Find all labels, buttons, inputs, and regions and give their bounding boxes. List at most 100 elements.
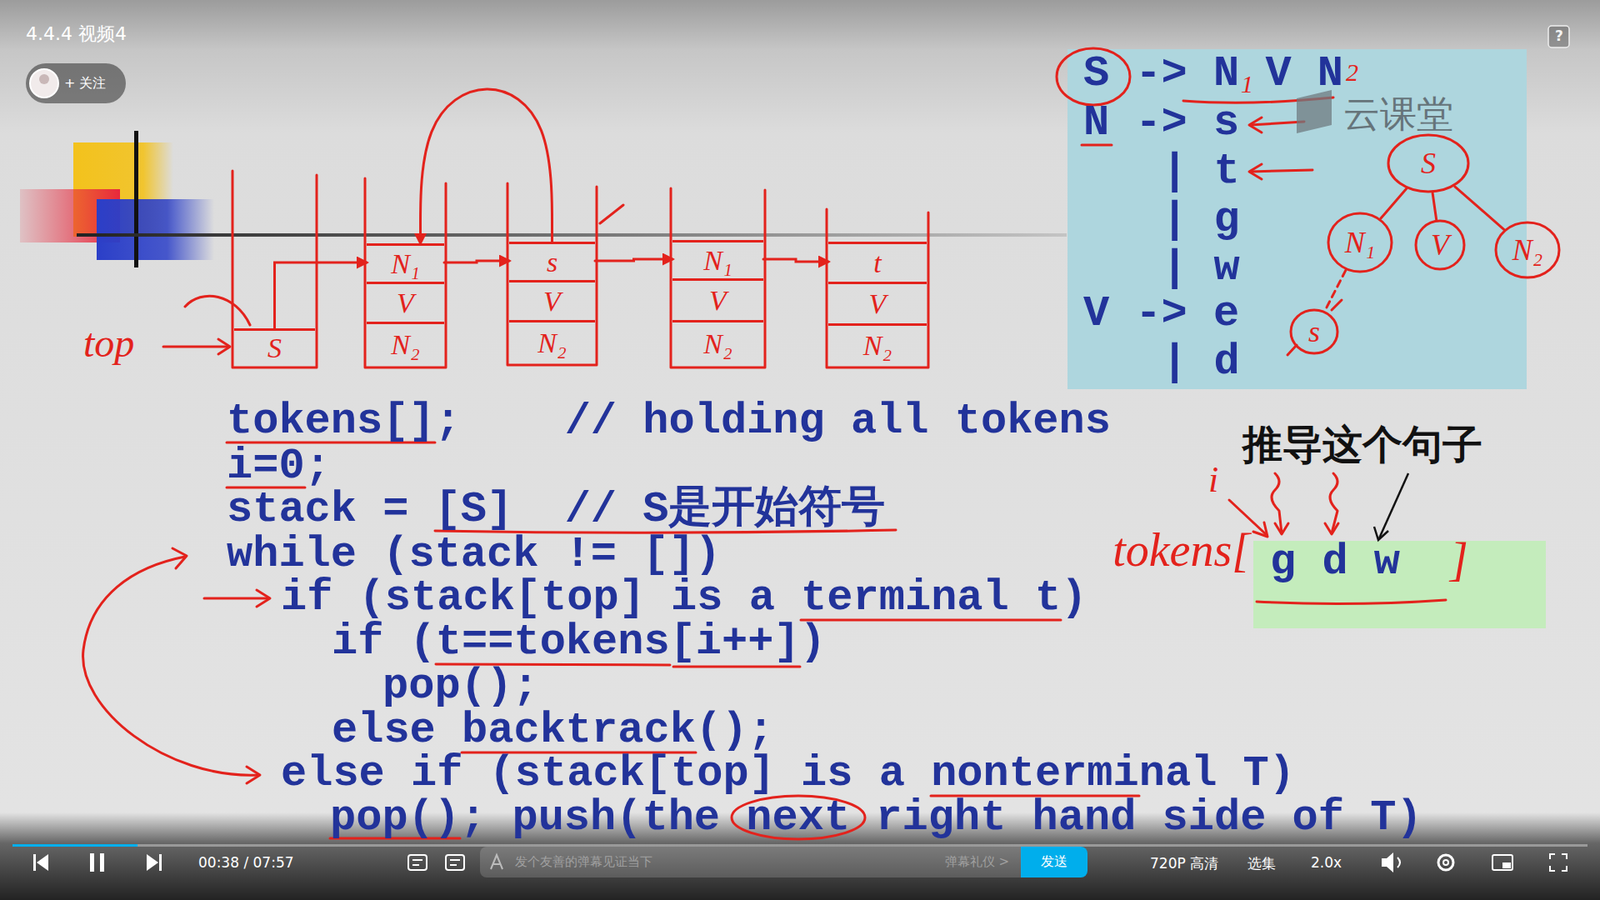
input-text: 发个友善的弹幕见证当下 <box>515 854 653 870</box>
danmaku-input: 发个友善的弹幕见证当下弹幕礼仪 > <box>480 846 1021 878</box>
follow-button: + 关注 <box>25 63 126 104</box>
stack-cell: V <box>366 281 445 322</box>
help-icon <box>1548 25 1570 48</box>
circle-outline <box>1388 135 1469 192</box>
tree-node: s <box>1289 308 1340 355</box>
hand-arrow-head <box>256 590 270 607</box>
button-text: + 关注 <box>64 75 107 93</box>
hand-underline <box>930 795 1140 798</box>
code-line: tokens[]; // holding all tokens <box>226 400 1111 444</box>
loop-arrow-head <box>246 766 260 784</box>
volume-icon <box>1397 857 1400 868</box>
progress-fill <box>12 844 138 847</box>
hand-stroke <box>185 295 250 325</box>
hand-arrow-head <box>1275 523 1289 535</box>
hand-arrow-head <box>1253 522 1268 537</box>
hand-underline <box>330 837 460 840</box>
start-symbol-circle <box>1056 48 1130 105</box>
grammar-rule: | t <box>1161 150 1240 194</box>
tree-symbol: N₁ <box>1345 227 1376 258</box>
danmaku-setting-icon <box>445 855 465 870</box>
cell-symbol: V <box>396 289 415 318</box>
cell-symbol: S <box>267 334 282 363</box>
code-line: pop(); push(the next right hand side of … <box>330 796 1423 840</box>
settings-icon <box>1443 860 1449 865</box>
stack-cell: N₂ <box>366 321 445 366</box>
stack-outline <box>232 170 317 368</box>
hand-underline <box>800 619 1061 622</box>
tree-branch <box>1455 186 1505 230</box>
avatar-face <box>39 74 50 85</box>
stack-cell: S <box>234 328 315 366</box>
stack-cell: N₂ <box>672 320 764 366</box>
code-line: stack = [S] // S是开始符号 <box>226 488 886 532</box>
tree-node: S <box>1386 133 1470 194</box>
watermark-icon <box>1296 90 1332 134</box>
hand-underline <box>461 751 696 755</box>
stack-arrow <box>763 259 829 262</box>
red-bar <box>20 189 120 243</box>
hand-subscript: 2 <box>1345 60 1359 85</box>
hand-arrow <box>1330 473 1338 534</box>
grammar-rule: | d <box>1161 340 1240 385</box>
volume-icon <box>1381 852 1394 873</box>
pointer-arrow-head <box>1374 526 1389 540</box>
stack-arrow <box>444 260 510 263</box>
grammar-panel: S -> N V NN -> s| t| g| wV -> e| dSN₁VN₂… <box>1067 49 1527 390</box>
tree-branch <box>1380 189 1407 220</box>
hand-note: i <box>1208 461 1219 499</box>
hand-arrow <box>1250 170 1313 172</box>
stack-cell: N₂ <box>828 323 927 366</box>
fullscreen-icon <box>1550 854 1567 871</box>
cell-symbol: s <box>546 248 558 277</box>
hand-underline <box>1183 97 1334 103</box>
stack-cell: t <box>828 241 927 282</box>
pause-icon <box>100 853 105 872</box>
tree-branch <box>1432 193 1437 220</box>
code-line: else backtrack(); <box>331 709 775 753</box>
circle-outline <box>1415 220 1465 270</box>
hand-underline <box>1081 144 1112 147</box>
circle-outline <box>1328 213 1392 272</box>
time-display: 00:38 / 07:57 <box>198 854 295 871</box>
tree-node: N₁ <box>1326 211 1394 274</box>
hand-note: tokens[ <box>1112 526 1250 574</box>
hand-note: ] <box>1450 535 1469 583</box>
hand-arrow-head <box>1325 523 1339 535</box>
hand-arrow <box>204 597 269 600</box>
note-heading: 推导这个句子 <box>1242 418 1483 472</box>
stack-cell: V <box>672 278 764 320</box>
stack-cell: V <box>828 281 927 324</box>
top-pointer <box>163 345 229 349</box>
hand-note: top <box>83 323 135 364</box>
settings-icon <box>1438 855 1454 870</box>
hand-underline <box>435 664 800 667</box>
episode-button: 选集 <box>1247 854 1276 874</box>
tree-symbol: V <box>1430 230 1450 260</box>
hand-arrow <box>1271 473 1282 534</box>
pip-icon <box>1492 855 1513 870</box>
circle-outline <box>1290 310 1338 354</box>
code-line: if (stack[top] is a terminal t) <box>280 576 1087 620</box>
font-icon <box>490 855 503 870</box>
code-line: while (stack != []) <box>226 533 721 577</box>
tree-branch <box>1325 270 1346 310</box>
hand-underline <box>1256 600 1446 605</box>
quality-button: 720P 高清 <box>1150 854 1219 874</box>
cell-symbol: N₂ <box>863 331 893 360</box>
stack-arrow <box>275 262 368 329</box>
blue-square <box>96 199 215 260</box>
cell-symbol: V <box>869 290 887 319</box>
hand-arrow-head <box>1249 164 1262 180</box>
hand-arrow <box>1250 121 1305 125</box>
yellow-square <box>73 142 174 237</box>
stack-cell: N₁ <box>672 240 764 279</box>
loop-arrow <box>83 556 259 775</box>
vertical-rule <box>134 130 139 268</box>
tree-symbol: S <box>1420 148 1436 179</box>
pause-icon <box>90 853 95 872</box>
cell-symbol: N₂ <box>390 330 420 360</box>
strike-mark <box>1287 300 1342 355</box>
cell-symbol: N₁ <box>390 250 420 279</box>
prev-icon <box>36 854 49 871</box>
